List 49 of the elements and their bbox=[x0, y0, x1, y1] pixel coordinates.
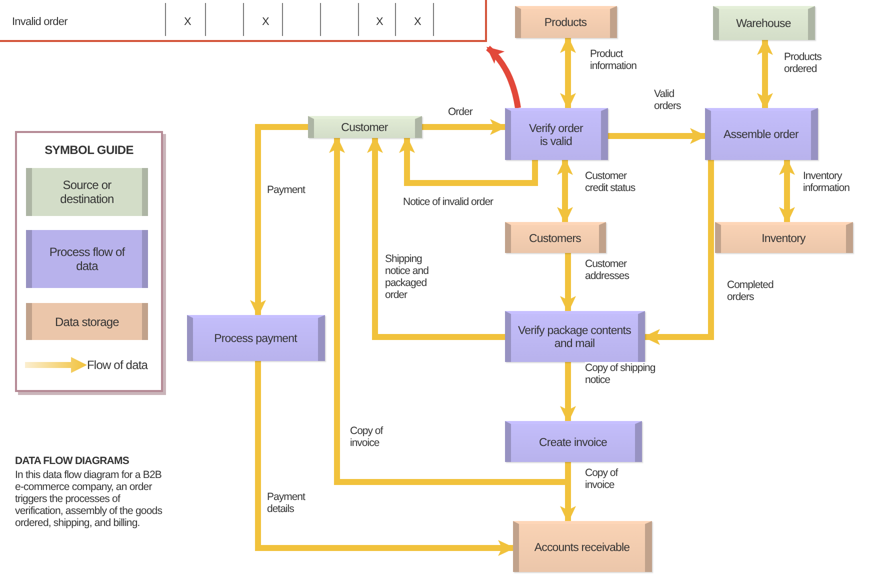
node-label: Customer bbox=[341, 122, 388, 135]
data-flow-arrow bbox=[560, 253, 576, 313]
data-flow-arrow bbox=[608, 128, 707, 144]
data-flow-arrow bbox=[367, 136, 505, 340]
callout-arrow bbox=[486, 46, 521, 109]
node-label: Process payment bbox=[214, 333, 297, 346]
legend-text: Process flow of data bbox=[48, 245, 126, 273]
data-storage-box bbox=[513, 521, 652, 572]
caption-text: In this data flow diagram for a B2B e-commerce company, an order triggers the processes of verification, assembly of the goods ordered, shipping, and billing. bbox=[15, 469, 164, 529]
data-flow-arrow bbox=[399, 136, 538, 186]
data-flow-arrow bbox=[757, 38, 773, 110]
node-label: Customers bbox=[529, 232, 581, 246]
data-flow-arrow bbox=[557, 158, 573, 224]
node-label: Products bbox=[544, 17, 587, 30]
process-box bbox=[705, 108, 818, 160]
data-flow-arrow bbox=[560, 362, 576, 423]
caption-heading: DATA FLOW DIAGRAMS bbox=[15, 455, 130, 467]
legend-text: Flow of data bbox=[87, 358, 148, 372]
data-storage-box bbox=[715, 222, 853, 253]
process-box bbox=[505, 421, 642, 462]
node-label: Accounts receivable bbox=[534, 542, 630, 554]
table-excerpt bbox=[0, 0, 487, 42]
node-label: Inventory bbox=[762, 232, 806, 246]
data-flow-arrow bbox=[250, 124, 308, 317]
legend-text: Source or destination bbox=[59, 178, 115, 206]
data-storage-box bbox=[515, 6, 617, 38]
cell-mark: X bbox=[414, 16, 421, 29]
node-label: Create invoice bbox=[539, 436, 607, 450]
legend-title: SYMBOL GUIDE bbox=[44, 143, 134, 157]
source-box bbox=[713, 6, 815, 40]
cell-mark: X bbox=[376, 16, 383, 29]
legend-text: Data storage bbox=[54, 314, 120, 328]
data-flow-arrow bbox=[422, 119, 507, 135]
node-label: Warehouse bbox=[736, 18, 791, 31]
process-box bbox=[505, 311, 645, 362]
process-box bbox=[187, 315, 325, 361]
cell-mark: X bbox=[262, 16, 269, 29]
node-label: Verify package contents and mail bbox=[517, 325, 632, 351]
source-box bbox=[308, 116, 422, 138]
process-box bbox=[505, 108, 608, 160]
data-storage-box bbox=[505, 222, 606, 253]
node-label: Assemble order bbox=[724, 129, 798, 142]
data-flow-arrow bbox=[560, 36, 576, 110]
data-flow-arrow bbox=[779, 158, 795, 224]
node-label: Verify order is valid bbox=[528, 122, 584, 148]
data-flow-arrow bbox=[255, 361, 515, 556]
cell-mark: X bbox=[184, 16, 191, 29]
data-flow-arrow bbox=[643, 160, 714, 345]
row-label: Invalid order bbox=[12, 16, 68, 29]
